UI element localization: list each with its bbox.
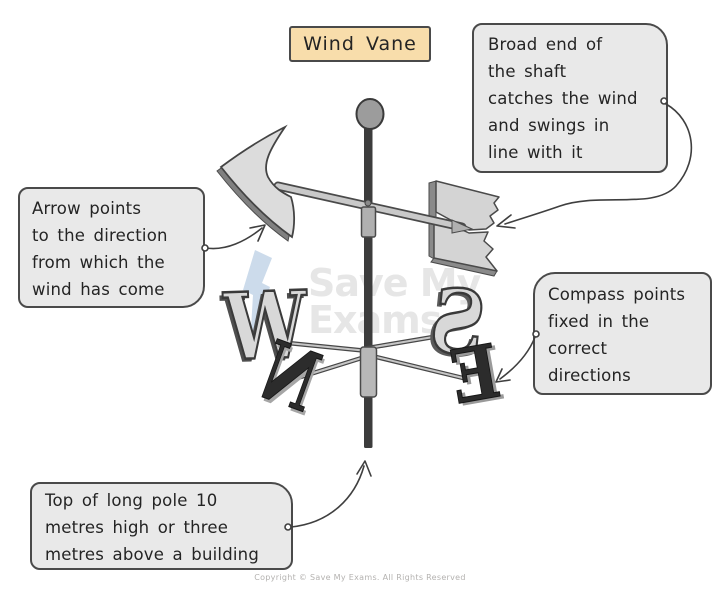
callout-line: line with it: [488, 143, 583, 162]
shaft-tip: [451, 219, 474, 234]
ball-finial: [355, 98, 385, 130]
callout-line: Arrow points: [32, 199, 142, 218]
callout-line: from which the: [32, 253, 165, 272]
watermark-text-line2: Exams: [308, 298, 441, 342]
leader-arrow-points: [201, 224, 266, 252]
callout-line: Compass points: [548, 285, 686, 304]
shaft-bolt: [364, 199, 372, 207]
callout-line: and swings in: [488, 116, 610, 135]
callout-line: Top of long pole 10: [45, 491, 218, 510]
vane-tail-top-panel: [435, 180, 500, 231]
callout-compass-points: Compass points fixed in the correct dire…: [533, 272, 712, 395]
callout-broad-end: Broad end of the shaft catches the wind …: [472, 23, 668, 173]
shaft: [273, 181, 474, 234]
callout-pole-height: Top of long pole 10 metres high or three…: [30, 482, 293, 570]
callout-line: directions: [548, 366, 631, 385]
compass-letter-east: E: [444, 328, 507, 422]
callout-line: to the direction: [32, 226, 168, 245]
vane-tail: [428, 180, 500, 277]
callout-line: wind has come: [32, 280, 165, 299]
callout-line: Broad end of: [488, 35, 603, 54]
callout-line: fixed in the: [548, 312, 650, 331]
leader-pole-height: [284, 460, 372, 531]
pole: [364, 127, 373, 448]
callout-arrow-points: Arrow points to the direction from which…: [18, 187, 205, 308]
callout-line: the shaft: [488, 62, 567, 81]
copyright-text: Copyright © Save My Exams. All Rights Re…: [254, 573, 466, 582]
compass-collar: [359, 346, 378, 398]
shaft-collar: [360, 206, 377, 238]
title-box: Wind Vane: [289, 26, 431, 62]
vane-tail-bottom-panel: [433, 216, 498, 272]
callout-line: catches the wind: [488, 89, 638, 108]
arrowhead-fin: [216, 124, 296, 242]
callout-line: metres high or three: [45, 518, 229, 537]
callout-line: metres above a building: [45, 545, 259, 564]
diagram-title: Wind Vane: [303, 33, 417, 55]
callout-line: correct: [548, 339, 608, 358]
